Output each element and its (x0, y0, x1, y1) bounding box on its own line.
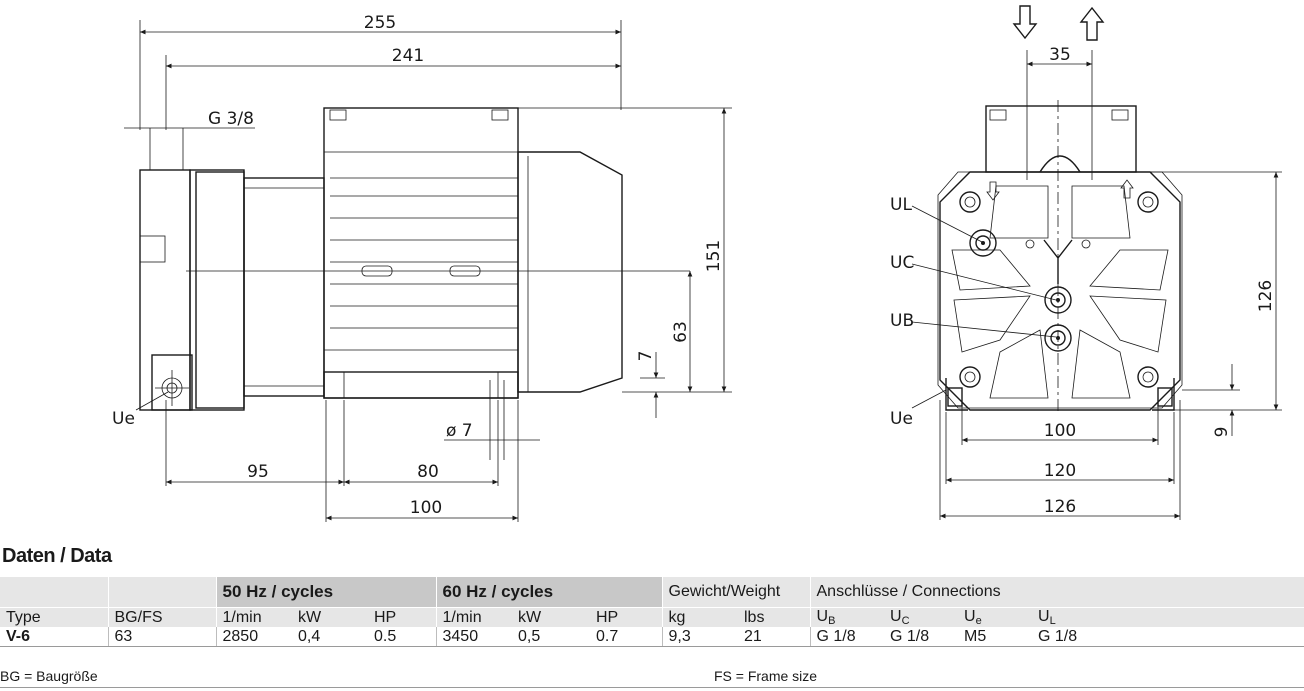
col-type: Type (0, 607, 108, 627)
group-60hz: 60 Hz / cycles (435, 577, 662, 608)
dim-port-spacing: 35 (1049, 45, 1071, 65)
dim-thread: G 3/8 (208, 109, 254, 129)
col-kw-50: kW (292, 607, 368, 627)
col-hp-50: HP (368, 607, 436, 627)
dim-front-height: 126 (1256, 280, 1276, 312)
footnote-fs: FS = Frame size (714, 668, 818, 684)
dim-foot-length: 100 (410, 498, 442, 518)
front-view: 35 (890, 5, 1282, 520)
cell-ub: G 1/8 (809, 627, 884, 647)
footnote-bg: BG = Baugröße (0, 668, 98, 684)
dim-axis-height: 63 (671, 321, 691, 343)
dim-foot: 7 (636, 351, 656, 362)
col-kg: kg (661, 607, 738, 627)
technical-drawing: 255 241 G 3/8 (112, 5, 1282, 522)
col-hp-60: HP (590, 607, 662, 627)
dim-foot-width: 120 (1044, 461, 1076, 481)
cell-kw-60: 0,5 (512, 627, 590, 647)
table-group-header-row: 50 Hz / cycles 60 Hz / cycles Gewicht/We… (0, 577, 1304, 608)
cell-ue: M5 (958, 627, 1032, 647)
dim-front-hole-spacing: 100 (1044, 421, 1076, 441)
dim-total-length: 255 (364, 13, 396, 33)
col-rpm-50: 1/min (215, 607, 292, 627)
cell-kg: 9,3 (661, 627, 738, 647)
footnote: BG = Baugröße FS = Frame size (0, 667, 1304, 688)
dim-front-to-hole: 95 (247, 462, 269, 482)
col-ul: UL (1032, 607, 1304, 627)
label-ul: UL (890, 195, 912, 215)
dim-hole-spacing: 80 (417, 462, 439, 482)
label-ue-side: Ue (112, 409, 135, 429)
group-50hz: 50 Hz / cycles (215, 577, 436, 608)
dim-front-foot: 9 (1212, 427, 1232, 438)
cell-rpm-60: 3450 (435, 627, 512, 647)
col-bgfs: BG/FS (107, 607, 216, 627)
dim-total-width: 126 (1044, 497, 1076, 517)
cell-rpm-50: 2850 (215, 627, 292, 647)
cell-ul: G 1/8 (1032, 627, 1304, 647)
cell-kw-50: 0,4 (292, 627, 368, 647)
col-ub: UB (809, 607, 884, 627)
col-kw-60: kW (512, 607, 590, 627)
cell-hp-60: 0.7 (590, 627, 662, 647)
dim-height: 151 (704, 240, 724, 272)
dim-hole: ø 7 (446, 421, 473, 441)
group-weight: Gewicht/Weight (661, 577, 810, 608)
table-row: V-6 63 2850 0,4 0.5 3450 0,5 0.7 9,3 21 … (0, 627, 1304, 647)
data-table: 50 Hz / cycles 60 Hz / cycles Gewicht/We… (0, 577, 1304, 647)
side-view: 255 241 G 3/8 (112, 13, 732, 522)
label-uc: UC (890, 253, 914, 273)
col-uc: UC (884, 607, 958, 627)
col-ue: Ue (958, 607, 1032, 627)
cell-uc: G 1/8 (884, 627, 958, 647)
label-ue-front: Ue (890, 409, 913, 429)
label-ub: UB (890, 311, 914, 331)
section-heading: Daten / Data (2, 545, 112, 567)
cell-type: V-6 (0, 627, 108, 647)
group-connections: Anschlüsse / Connections (809, 577, 1304, 608)
table-column-header-row: Type BG/FS 1/min kW HP 1/min kW HP kg lb… (0, 607, 1304, 627)
col-lbs: lbs (738, 607, 810, 627)
cell-bgfs: 63 (107, 627, 216, 647)
dim-body-length: 241 (392, 46, 424, 66)
cell-hp-50: 0.5 (368, 627, 436, 647)
cell-lbs: 21 (738, 627, 810, 647)
col-rpm-60: 1/min (435, 607, 512, 627)
